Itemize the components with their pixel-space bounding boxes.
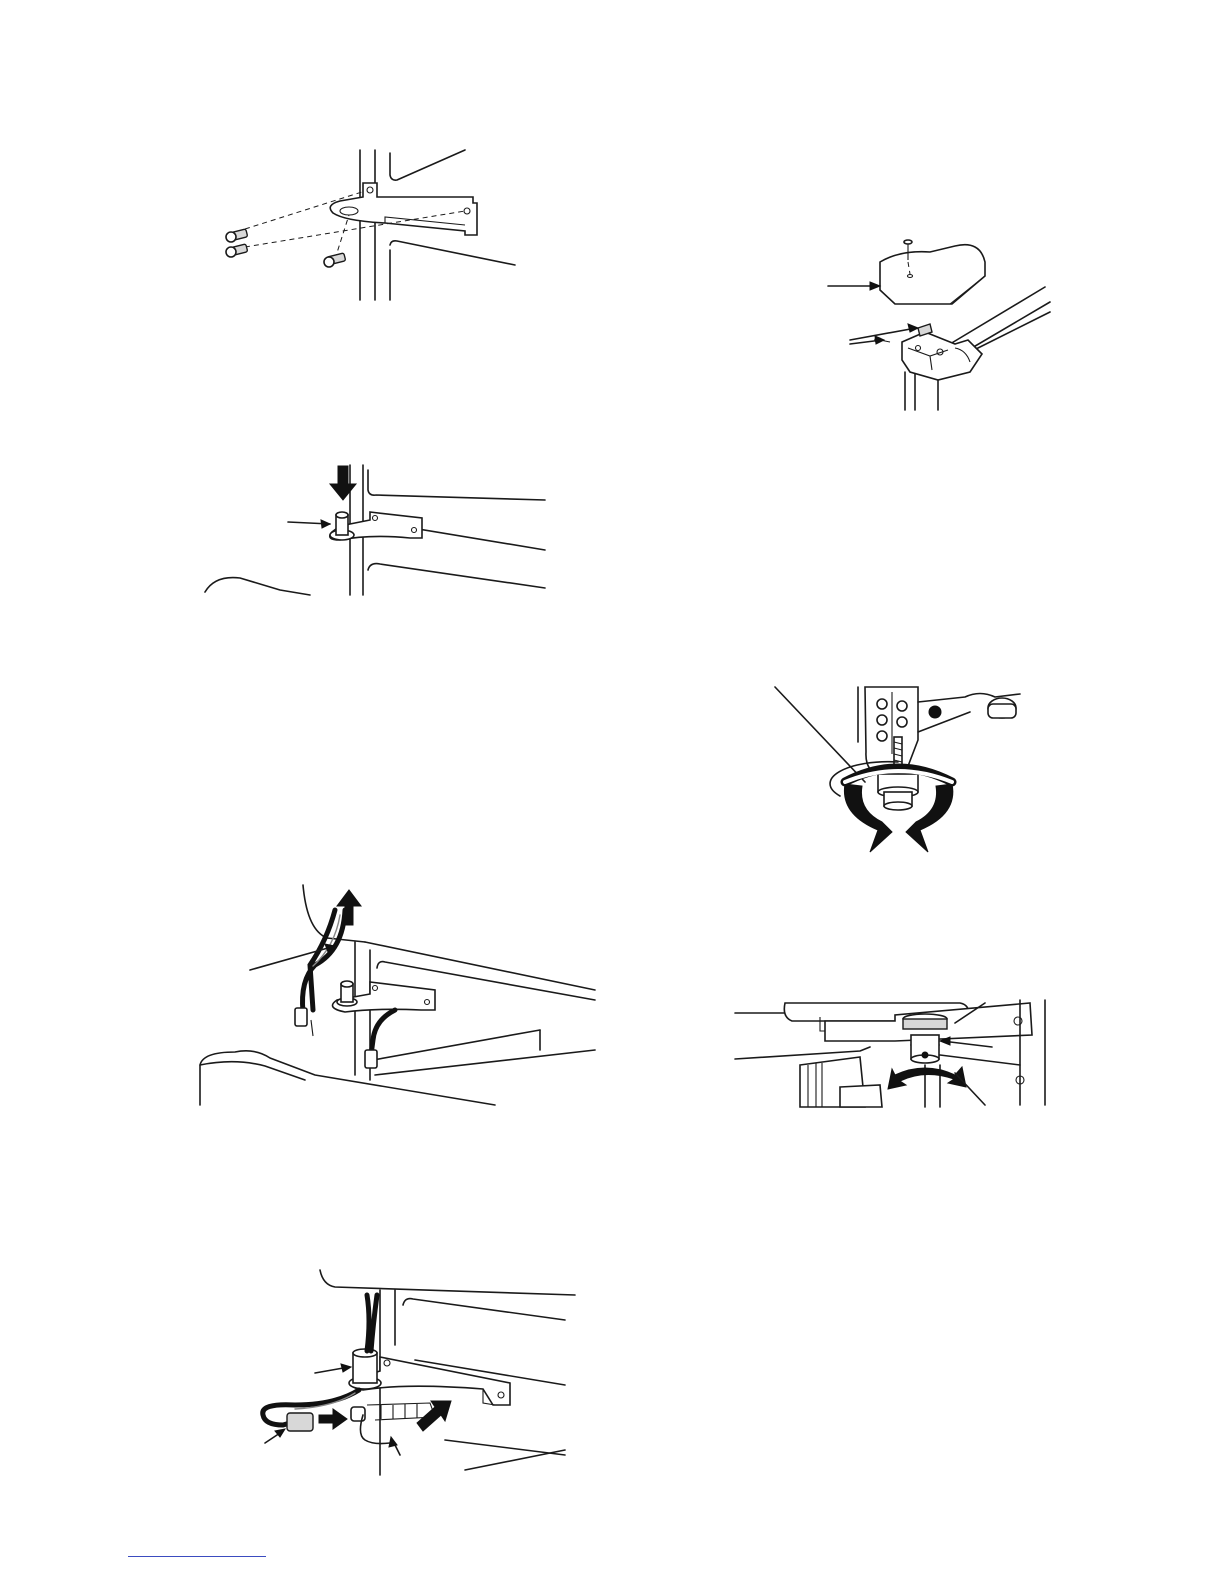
figure-wire-harness — [195, 880, 605, 1110]
figure-wire-connector — [255, 1265, 575, 1480]
figure-hinge-pin-insert — [200, 460, 560, 600]
hinge-bracket-with-screws-illustration — [215, 145, 535, 305]
figure-door-height-adjust — [730, 995, 1050, 1110]
right-arrow-icon — [319, 1409, 347, 1429]
figure-top-hinge-cover — [820, 232, 1055, 412]
screw-icon — [226, 229, 248, 242]
wire-harness-through-hinge-illustration — [195, 880, 605, 1110]
hinge-pin-insert-illustration — [200, 460, 560, 600]
wire-connector-hinge-illustration — [255, 1265, 575, 1480]
right-arrow-icon — [417, 1401, 451, 1431]
screw-icon — [226, 244, 248, 257]
down-arrow-icon — [330, 466, 356, 500]
rotate-both-arrow-icon — [888, 1067, 966, 1089]
door-height-adjust-illustration — [730, 995, 1050, 1110]
figure-leveling-leg — [770, 682, 1040, 862]
screw-icon — [324, 253, 346, 267]
footer-link-rule — [128, 1556, 266, 1557]
up-arrow-icon — [337, 890, 361, 925]
top-hinge-cover-illustration — [820, 232, 1055, 412]
leveling-leg-rotation-illustration — [770, 682, 1040, 862]
figure-hinge-bracket-screws — [215, 145, 535, 305]
